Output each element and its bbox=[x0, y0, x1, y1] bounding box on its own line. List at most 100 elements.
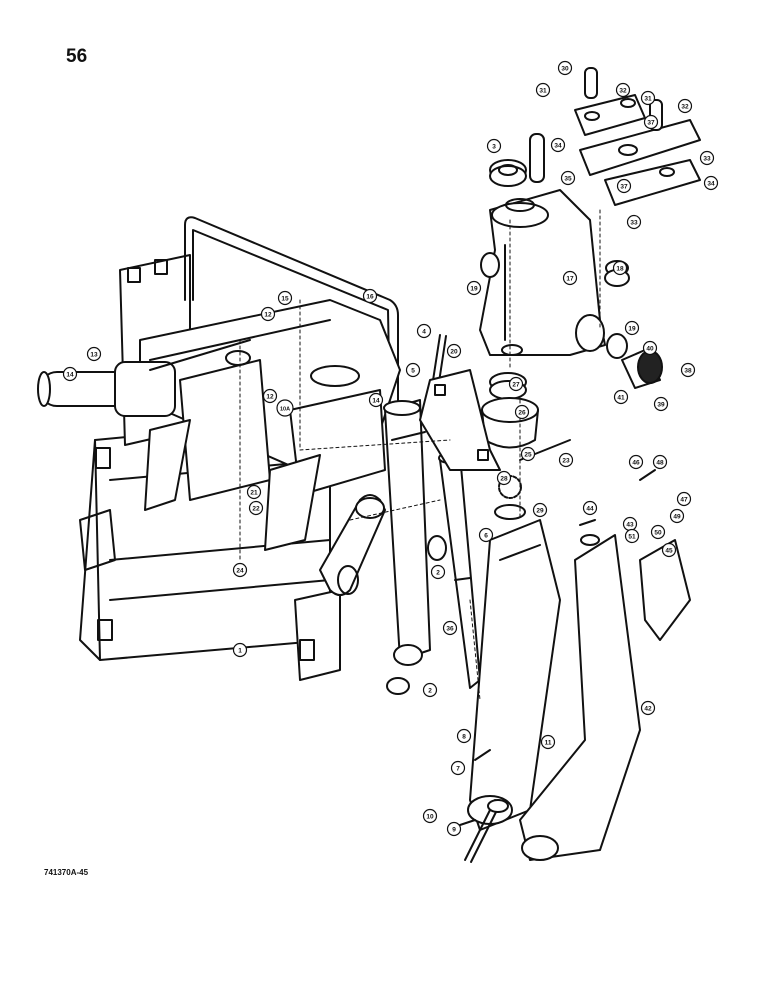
callout-18: 18 bbox=[612, 260, 628, 276]
callout-10: 10 bbox=[422, 808, 438, 824]
callout-circle bbox=[368, 392, 384, 408]
callout-text: 33 bbox=[630, 220, 638, 227]
callout-circle bbox=[669, 508, 685, 524]
callout-circle bbox=[446, 821, 462, 837]
callout-9: 9 bbox=[446, 821, 462, 837]
callout-circle bbox=[626, 214, 642, 230]
callout-41: 41 bbox=[613, 389, 629, 405]
callout-circle bbox=[532, 502, 548, 518]
callout-29: 29 bbox=[532, 502, 548, 518]
mounting-bracket bbox=[419, 369, 501, 471]
callout-circle bbox=[508, 376, 524, 392]
callout-circle bbox=[422, 808, 438, 824]
callout-circle bbox=[558, 452, 574, 468]
callout-text: 12 bbox=[266, 394, 274, 401]
callout-circle bbox=[676, 491, 692, 507]
callout-text: 34 bbox=[554, 143, 562, 150]
callout-circle bbox=[496, 470, 512, 486]
callout-16: 16 bbox=[362, 288, 378, 304]
callout-text: 23 bbox=[562, 458, 570, 465]
callout-circle bbox=[642, 340, 658, 356]
callout-30: 30 bbox=[557, 60, 573, 76]
callout-text: 27 bbox=[512, 382, 520, 389]
callout-circle bbox=[86, 346, 102, 362]
link-pins bbox=[529, 67, 663, 183]
callout-17: 17 bbox=[562, 270, 578, 286]
bushing-upper bbox=[427, 535, 447, 561]
callout-circle bbox=[260, 306, 276, 322]
callout-2: 2 bbox=[422, 682, 438, 698]
callout-circle bbox=[653, 396, 669, 412]
callout-19: 19 bbox=[624, 320, 640, 336]
callout-text: 6 bbox=[484, 533, 488, 540]
callout-text: 22 bbox=[252, 506, 260, 513]
callout-text: 45 bbox=[665, 548, 673, 555]
callout-circle bbox=[677, 98, 693, 114]
callout-47: 47 bbox=[676, 491, 692, 507]
callout-32: 32 bbox=[615, 82, 631, 98]
callout-text: 1 bbox=[238, 648, 242, 655]
callout-text: 37 bbox=[647, 120, 655, 127]
callout-text: 9 bbox=[452, 827, 456, 834]
callout-42: 42 bbox=[640, 700, 656, 716]
callout-circle bbox=[624, 320, 640, 336]
callout-44: 44 bbox=[582, 500, 598, 516]
callout-circle bbox=[640, 700, 656, 716]
callout-34: 34 bbox=[550, 137, 566, 153]
callout-22: 22 bbox=[248, 500, 264, 516]
callout-text: 15 bbox=[281, 296, 289, 303]
flat-washer bbox=[494, 504, 526, 520]
swing-tower bbox=[139, 299, 401, 551]
callout-text: 46 bbox=[632, 460, 640, 467]
callout-text: 8 bbox=[462, 734, 466, 741]
bushing-lower bbox=[386, 677, 410, 695]
callout-text: 16 bbox=[366, 294, 374, 301]
callout-8: 8 bbox=[456, 728, 472, 744]
callout-circle bbox=[466, 280, 482, 296]
page-number: 56 bbox=[66, 46, 88, 67]
callout-circle bbox=[535, 82, 551, 98]
callout-text: 44 bbox=[586, 506, 594, 513]
callout-text: 19 bbox=[628, 326, 636, 333]
callout-39: 39 bbox=[653, 396, 669, 412]
callout-text: 33 bbox=[703, 156, 711, 163]
callout-circle bbox=[232, 562, 248, 578]
callout-text: 37 bbox=[620, 184, 628, 191]
callout-text: 49 bbox=[673, 514, 681, 521]
callout-51: 51 bbox=[624, 528, 640, 544]
callout-circle bbox=[514, 404, 530, 420]
callout-circle bbox=[640, 90, 656, 106]
callout-11: 11 bbox=[540, 734, 556, 750]
swing-cylinder-left bbox=[383, 399, 431, 666]
callout-text: 24 bbox=[236, 568, 244, 575]
callout-24: 24 bbox=[232, 562, 248, 578]
callout-31: 31 bbox=[640, 90, 656, 106]
swing-post bbox=[479, 189, 606, 356]
callout-27: 27 bbox=[508, 376, 524, 392]
callout-text: 17 bbox=[566, 276, 574, 283]
callout-12: 12 bbox=[262, 388, 278, 404]
upper-link-plates bbox=[574, 94, 701, 206]
callout-1: 1 bbox=[232, 642, 248, 658]
callout-38: 38 bbox=[680, 362, 696, 378]
callout-33: 33 bbox=[699, 150, 715, 166]
callout-circle bbox=[703, 175, 719, 191]
callout-10A: 10A bbox=[276, 399, 294, 417]
swing-cylinder-right bbox=[438, 452, 481, 689]
callout-text: 11 bbox=[545, 740, 552, 747]
callout-36: 36 bbox=[442, 620, 458, 636]
callout-33: 33 bbox=[626, 214, 642, 230]
callout-20: 20 bbox=[446, 343, 462, 359]
cotter-pins bbox=[459, 469, 656, 826]
callout-circle bbox=[650, 524, 666, 540]
callout-35: 35 bbox=[560, 170, 576, 186]
callout-circle bbox=[562, 270, 578, 286]
callout-text: 26 bbox=[518, 410, 526, 417]
callout-23: 23 bbox=[558, 452, 574, 468]
callout-21: 21 bbox=[246, 484, 262, 500]
callout-5: 5 bbox=[405, 362, 421, 378]
callout-circle bbox=[446, 343, 462, 359]
callout-text: 20 bbox=[450, 349, 458, 356]
